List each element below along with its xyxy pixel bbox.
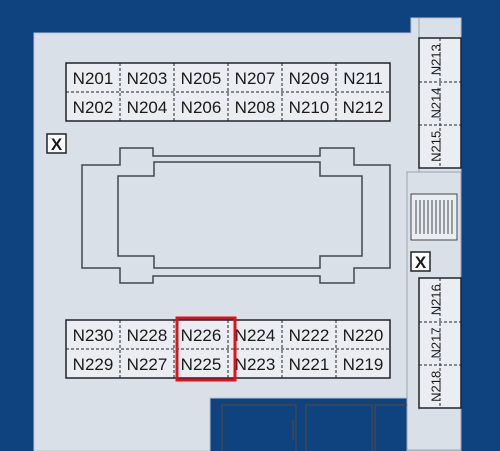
room-label-n202[interactable]: N202 — [73, 98, 114, 117]
room-label-n225[interactable]: N225 — [181, 355, 222, 374]
room-label-n210[interactable]: N210 — [289, 98, 330, 117]
room-label-n204[interactable]: N204 — [127, 98, 168, 117]
central-courtyard — [81, 147, 391, 284]
room-label-n220[interactable]: N220 — [343, 326, 384, 345]
exit-marker-left: X — [46, 133, 67, 154]
room-label-n227[interactable]: N227 — [127, 355, 168, 374]
room-label-n228[interactable]: N228 — [127, 326, 168, 345]
room-label-n205[interactable]: N205 — [181, 69, 222, 88]
room-label-n206[interactable]: N206 — [181, 98, 222, 117]
room-label-n224[interactable]: N224 — [235, 326, 276, 345]
room-label-n209[interactable]: N209 — [289, 69, 330, 88]
room-label-n221[interactable]: N221 — [289, 355, 330, 374]
room-label-n215[interactable]: N215 — [429, 131, 444, 162]
room-highlight — [175, 316, 237, 382]
room-label-n222[interactable]: N222 — [289, 326, 330, 345]
room-label-n203[interactable]: N203 — [127, 69, 168, 88]
room-label-n218[interactable]: N218 — [429, 371, 444, 402]
bottom-room-block: N230 N228 N226 N224 N222 N220 N229 N227 N225 N22… — [65, 319, 391, 379]
room-label-n219[interactable]: N219 — [343, 355, 384, 374]
room-label-n226[interactable]: N226 — [181, 326, 222, 345]
room-label-n201[interactable]: N201 — [73, 69, 114, 88]
lower-structures — [221, 404, 407, 451]
room-label-n213[interactable]: N213 — [429, 44, 444, 75]
room-label-n216[interactable]: N216 — [429, 284, 444, 315]
room-label-n207[interactable]: N207 — [235, 69, 276, 88]
room-label-n229[interactable]: N229 — [73, 355, 114, 374]
exit-marker-right: X — [410, 251, 431, 272]
room-label-n208[interactable]: N208 — [235, 98, 276, 117]
top-room-block: N201 N203 N205 N207 N209 N211 N202 N204 N206 N20… — [65, 62, 391, 122]
room-label-n223[interactable]: N223 — [235, 355, 276, 374]
exit-label: X — [51, 135, 63, 154]
room-label-n211[interactable]: N211 — [343, 69, 382, 88]
exit-label: X — [415, 253, 427, 272]
room-label-n230[interactable]: N230 — [73, 326, 114, 345]
room-label-n214[interactable]: N214 — [429, 87, 444, 118]
stairwell — [410, 193, 458, 241]
room-label-n217[interactable]: N217 — [429, 327, 444, 358]
room-label-n212[interactable]: N212 — [343, 98, 384, 117]
